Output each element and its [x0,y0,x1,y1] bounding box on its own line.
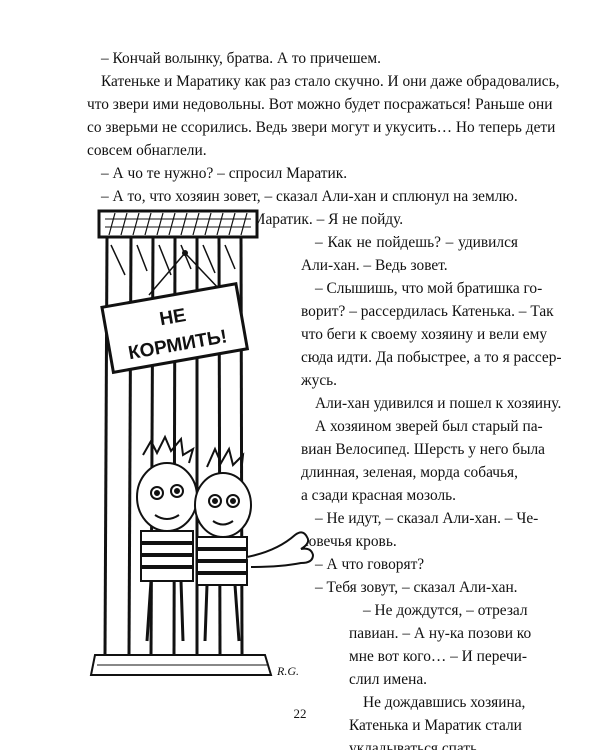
text-line: – А что говорят? [315,556,425,573]
text-line: – А то, что хозяин зовет, – сказал Али-х… [101,188,518,205]
text-line: виан Велосипед. Шерсть у него была [301,441,545,458]
text-line: Катеньке и Маратику как раз стало скучно… [101,73,560,90]
cage-illustration: НЕ КОРМИТЬ! [89,209,315,678]
text-line: – Кончай волынку, братва. А то причешем. [101,50,381,67]
text-line: совсем обнаглели. [87,142,207,159]
text-line: что звери ими недовольны. Вот можно буде… [87,96,553,113]
text-line: сюда идти. Да побыстрее, а то я рассер- [301,349,562,366]
children-figures [136,434,315,642]
page-number: 22 [293,706,307,721]
text-line: Али-хан. – Ведь зовет. [301,257,448,274]
text-line: что беги к своему хозяину и вели ему [301,326,548,343]
artist-signature: R.G. [276,664,299,678]
text-line: а сзади красная мозоль. [301,487,457,504]
text-line: ловечья кровь. [301,533,397,550]
text-line: укладываться спать. [349,740,481,750]
text-line: Катенька и Маратик стали [349,717,522,734]
text-line: ворит? – рассердилась Катенька. – Так [301,303,554,320]
text-line: – А чо те нужно? – спросил Маратик. [101,165,348,182]
text-line: – Как не пойдешь? – удивился [315,234,518,251]
text-line: – Не идут, – сказал Али-хан. – Че- [315,510,539,527]
text-line: жусь. [301,372,338,389]
text-line: слил имена. [349,671,427,688]
text-line: А хозяином зверей был старый па- [315,418,543,435]
text-line: – Не дождутся, – отрезал [363,602,528,619]
text-line: мне вот кого… – И перечи- [349,648,527,665]
text-line: со зверьми не ссорились. Ведь звери могу… [87,119,556,136]
text-line: Не дождавшись хозяина, [363,694,526,711]
text-line: Али-хан удивился и пошел к хозяину. [315,395,562,412]
feeding-sign: НЕ КОРМИТЬ! [100,281,250,375]
text-line: – Тебя зовут, – сказал Али-хан. [315,579,518,596]
sign-text-top: НЕ [158,305,188,330]
text-line: – Слышишь, что мой братишка го- [315,280,543,297]
text-line: длинная, зеленая, морда собачья, [301,464,518,481]
text-line: павиан. – А ну-ка позови ко [349,625,532,642]
